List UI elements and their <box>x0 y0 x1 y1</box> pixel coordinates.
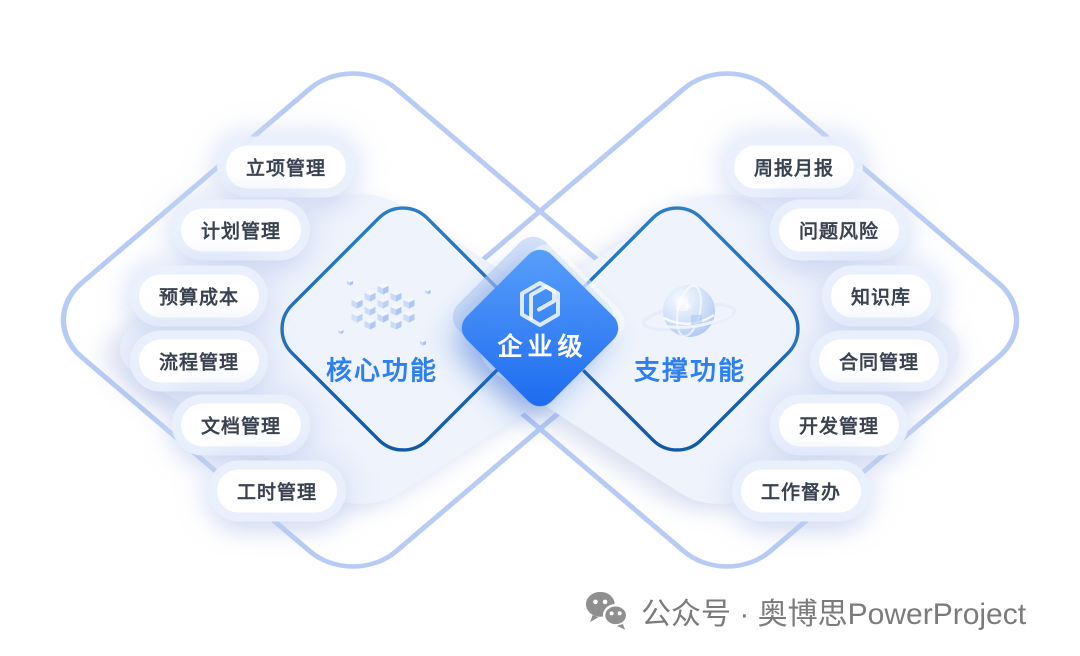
pill-left-project-initiation: 立项管理 <box>225 145 347 189</box>
pill-right-knowledge-base: 知识库 <box>830 274 932 318</box>
pill-left-process-management: 流程管理 <box>138 339 260 383</box>
pill-left-plan-management: 计划管理 <box>180 208 302 252</box>
outer-diamond-left <box>60 71 646 569</box>
pill-right-issue-risk: 问题风险 <box>778 208 900 252</box>
pill-left-budget-cost: 预算成本 <box>138 274 260 318</box>
pill-right-work-supervision: 工作督办 <box>740 469 862 513</box>
globe-icon <box>641 284 737 338</box>
inner-diamond-left <box>280 206 526 452</box>
inner-diamond-right <box>554 206 800 452</box>
footer-text: 公众号 · 奥博思PowerProject <box>641 598 1027 631</box>
pill-left-timesheet-management: 工时管理 <box>216 469 338 513</box>
pill-right-contract-management: 合同管理 <box>818 339 940 383</box>
center-diamond-label: 企业级 <box>497 333 588 361</box>
left-section-title: 核心功能 <box>325 355 439 386</box>
wechat-icon <box>585 591 629 630</box>
pill-right-development-management: 开发管理 <box>778 403 900 447</box>
footer-caption: 公众号 · 奥博思PowerProject <box>584 589 1026 633</box>
outer-diamond-right <box>434 71 1020 569</box>
pill-right-weekly-monthly-report: 周报月报 <box>733 145 855 189</box>
right-section-title: 支撑功能 <box>633 355 747 386</box>
pill-left-document-management: 文档管理 <box>180 403 302 447</box>
powerproject-logo <box>520 281 560 327</box>
